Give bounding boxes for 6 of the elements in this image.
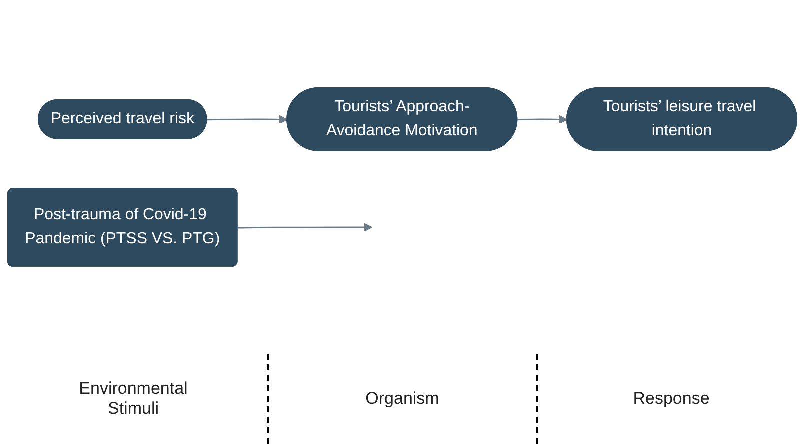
- arrow: [518, 115, 568, 124]
- arrow: [238, 222, 373, 232]
- stage-label: Organism: [366, 389, 440, 409]
- arrow: [207, 115, 288, 124]
- stage-label: Response: [633, 389, 710, 409]
- stage-label: Environmental Stimuli: [78, 379, 189, 419]
